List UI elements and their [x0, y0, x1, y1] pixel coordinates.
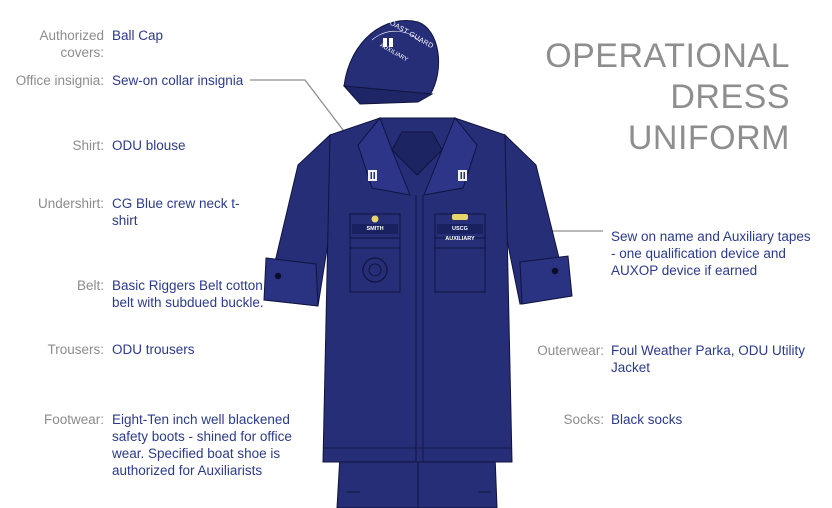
title-line-3: UNIFORM [627, 119, 790, 157]
trousers-shape [336, 454, 498, 508]
tapes-value: Sew on name and Auxiliary tapes - one qu… [611, 229, 811, 278]
belt-label: Belt: [76, 278, 104, 293]
insignia-label: Office insignia: [15, 73, 104, 88]
socks-label: Socks: [563, 412, 604, 427]
trousers-value: ODU trousers [112, 342, 195, 357]
outerwear-value: Foul Weather Parka, ODU Utility Jacket [611, 343, 806, 375]
undershirt-value: CG Blue crew neck t-shirt [112, 196, 240, 228]
belt-value: Basic Riggers Belt cotton belt with subd… [112, 278, 264, 310]
footwear-value: Eight-Ten inch well blackened safety boo… [112, 412, 292, 478]
title-line-1: OPERATIONAL [545, 37, 790, 75]
outerwear-label: Outerwear: [537, 343, 604, 358]
title-line-2: DRESS [670, 78, 790, 116]
footwear-label: Footwear: [43, 412, 104, 427]
ball-cap-shape [342, 20, 440, 105]
name-tape: SMITH [366, 226, 384, 232]
page-title: OPERATIONAL DRESS UNIFORM [530, 36, 790, 159]
covers-label: Authorized covers: [39, 28, 104, 60]
shirt-value: ODU blouse [112, 138, 186, 153]
socks-value: Black socks [611, 412, 683, 427]
service-tape: USCG AUXILIARY [445, 226, 475, 242]
insignia-value: Sew-on collar insignia [112, 73, 244, 88]
undershirt-label: Undershirt: [37, 196, 104, 211]
trousers-label: Trousers: [47, 342, 104, 357]
covers-value: Ball Cap [112, 28, 164, 43]
odu-blouse-shape [263, 117, 573, 463]
shirt-label: Shirt: [72, 138, 104, 153]
